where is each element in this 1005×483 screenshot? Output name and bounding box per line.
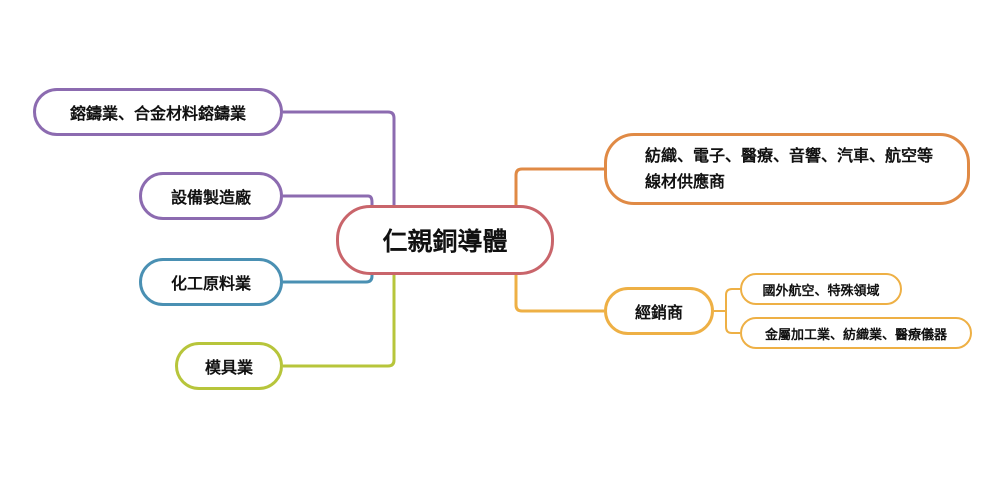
sub-node-industries: 金屬加工業、紡織業、醫療儀器	[740, 317, 972, 349]
connector-right-2	[514, 275, 604, 313]
branch-node-mold: 模具業	[175, 342, 283, 390]
branch-label: 設備製造廠	[170, 188, 251, 207]
connector-left-4	[283, 275, 396, 368]
branch-node-distributor: 經銷商	[604, 287, 714, 335]
connector-left-1	[283, 110, 396, 205]
connector-sub-2	[725, 311, 740, 334]
branch-node-casting: 鎔鑄業、合金材料鎔鑄業	[33, 88, 283, 136]
branch-node-chemical: 化工原料業	[139, 258, 283, 306]
branch-label: 鎔鑄業、合金材料鎔鑄業	[69, 104, 246, 123]
branch-label: 模具業	[204, 358, 253, 377]
sub-label: 金屬加工業、紡織業、醫療儀器	[764, 327, 947, 343]
sub-label: 國外航空、特殊領域	[762, 283, 880, 299]
branch-node-equipment: 設備製造廠	[139, 172, 283, 220]
center-node: 仁親銅導體	[336, 205, 554, 275]
center-node-label: 仁親銅導體	[382, 227, 508, 256]
connector-right-1	[514, 167, 604, 205]
branch-label: 經銷商	[634, 303, 683, 322]
connector-left-2	[283, 194, 374, 210]
branch-node-suppliers: 紡織、電子、醫療、音響、汽車、航空等線材供應商	[604, 133, 970, 205]
branch-label: 化工原料業	[170, 274, 251, 293]
sub-node-aviation: 國外航空、特殊領域	[740, 273, 902, 305]
connector-left-3	[283, 270, 374, 284]
connector-sub-1	[714, 288, 740, 312]
branch-label: 紡織、電子、醫療、音響、汽車、航空等線材供應商	[645, 146, 934, 191]
